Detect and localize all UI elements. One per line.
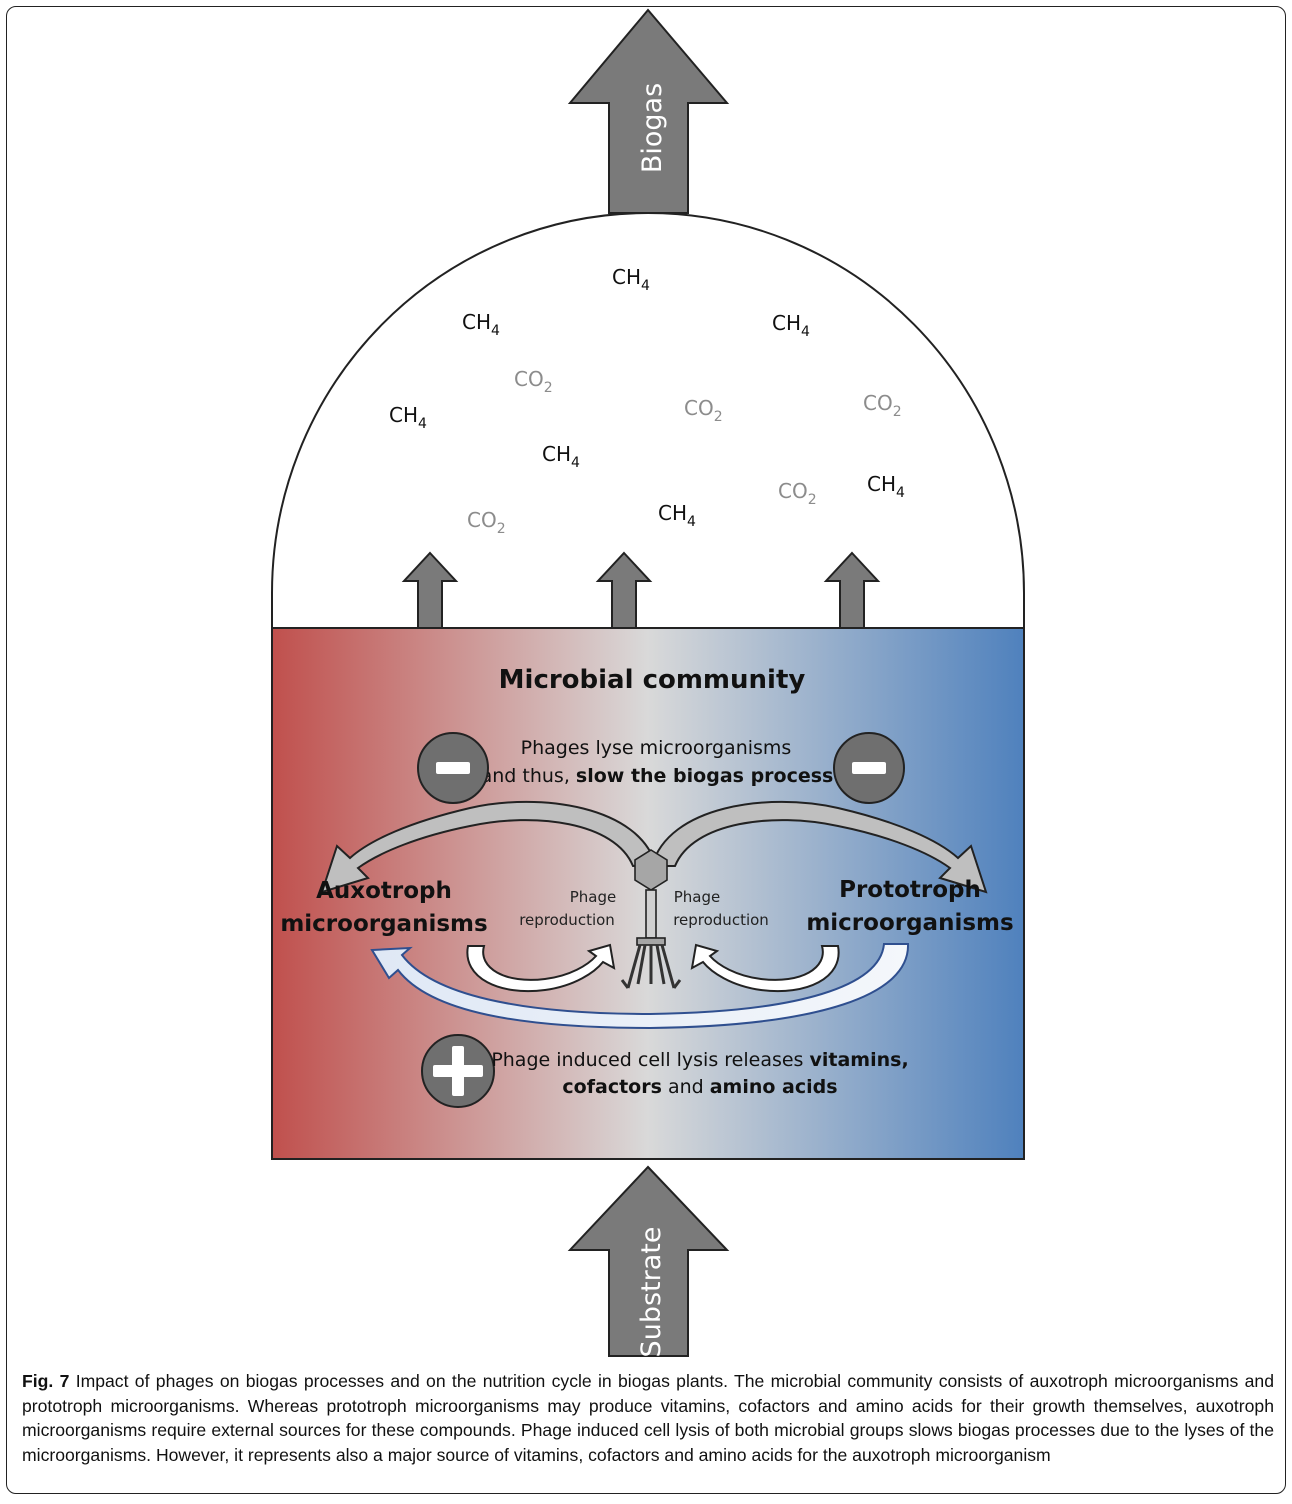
reproduction-right-line2: reproduction [673,911,769,929]
co2-label: CO2 [863,391,902,420]
ch4-label: CH4 [462,310,500,339]
reproduction-arrow-left [466,943,616,993]
release-line-1-plain: Phage induced cell lysis releases [491,1049,809,1071]
caption-label: Fig. 7 [22,1371,70,1391]
prototroph-label-line2: microorganisms [806,910,1013,936]
release-line-1: Phage induced cell lysis releases vitami… [491,1049,908,1071]
biogas-label: Biogas [637,83,668,173]
co2-label: CO2 [778,479,817,508]
lysis-line-2: and thus, slow the biogas process [481,765,834,787]
auxotroph-label-line2: microorganisms [280,911,487,937]
minus-icon-left [417,732,489,804]
ch4-label: CH4 [389,403,427,432]
biogas-output-arrow: Biogas [567,8,730,214]
gas-dome [271,212,1025,629]
figure-frame [6,6,1286,1494]
nutrient-flow-arrow [370,943,910,1030]
reproduction-left-line2: reproduction [519,911,615,929]
ch4-label: CH4 [658,501,696,530]
release-line-2-bold-b: amino acids [710,1076,838,1098]
figure-caption: Fig. 7 Impact of phages on biogas proces… [22,1369,1274,1467]
minus-icon-right [833,732,905,804]
reproduction-arrow-right [690,943,840,993]
co2-label: CO2 [684,396,723,425]
auxotroph-label-line1: Auxotroph [316,878,452,904]
prototroph-label-line1: Prototroph [839,877,981,903]
release-line-2-plain: and [662,1076,710,1098]
lysis-arrow-left [320,800,658,894]
substrate-label: Substrate [636,1227,667,1358]
community-title: Microbial community [499,665,806,695]
ch4-label: CH4 [612,265,650,294]
lysis-arrow-right [650,800,988,894]
co2-label: CO2 [467,508,506,537]
co2-label: CO2 [514,367,553,396]
ch4-label: CH4 [867,472,905,501]
reproduction-right-line1: Phage [674,888,721,906]
caption-text: Impact of phages on biogas processes and… [22,1371,1274,1465]
plus-icon [421,1034,495,1108]
substrate-input-arrow: Substrate [567,1165,730,1358]
release-line-2-bold-a: cofactors [562,1076,661,1098]
lysis-line-2-bold: slow the biogas process [576,765,833,787]
ch4-label: CH4 [542,442,580,471]
phage-icon [620,849,682,989]
release-line-1-bold: vitamins, [810,1049,909,1071]
release-line-2: cofactors and amino acids [562,1076,837,1098]
reproduction-left-line1: Phage [570,888,617,906]
ch4-label: CH4 [772,311,810,340]
lysis-line-2-plain: and thus, [481,765,576,787]
lysis-line-1: Phages lyse microorganisms [521,737,792,759]
